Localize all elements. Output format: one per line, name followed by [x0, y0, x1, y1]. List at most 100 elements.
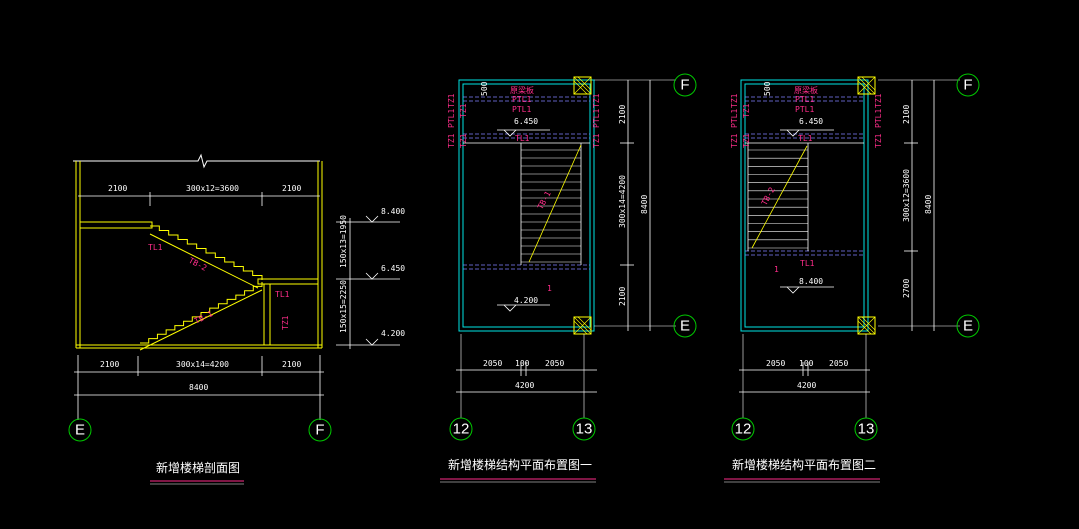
plan2-label-ptl1-c: PTL1 — [795, 95, 814, 104]
section-break-line — [73, 153, 320, 169]
plan1-stair-diagonal — [528, 144, 582, 263]
plan1-title: 新增楼梯结构平面布置图一 — [448, 457, 592, 472]
plan1-dim-500: 500 — [480, 81, 489, 96]
section-lower-flight-soffit — [139, 289, 263, 351]
plan2-column-bottom — [857, 316, 876, 335]
plan2-grid-label-F: F — [963, 77, 972, 94]
plan2-label-ptl1-a: PTL1 — [730, 109, 739, 128]
plan1-label-tz1-b: TZ1 — [447, 133, 456, 148]
plan2-dim-bottom-total: 4200 — [797, 381, 816, 390]
plan1-dim-right-total: 8400 — [640, 195, 649, 214]
plan1-inner-wall — [462, 83, 591, 328]
section-dim-bottom-2: 300x14=4200 — [176, 360, 229, 369]
plan2-dim-right-1: 2100 — [902, 105, 911, 124]
plan2-outer-wall — [740, 79, 869, 332]
section-upper-flight — [150, 225, 263, 280]
plan2-level-mark-top — [786, 129, 800, 137]
plan1-label-tb1: TB-1 — [536, 190, 553, 211]
plan1-label-tz1-c: TZ1 — [592, 93, 601, 108]
plan1-label-tz1-a: TZ1 — [447, 93, 456, 108]
plan2-stair-treads — [748, 149, 808, 249]
section-dim-top-3: 2100 — [282, 184, 301, 193]
section-grid-label-E: E — [75, 422, 85, 439]
plan1-dim-bottom-2: 100 — [515, 359, 530, 368]
section-upper-flight-soffit — [149, 233, 259, 289]
plan1-dim-right-3: 2100 — [618, 287, 627, 306]
plan2-top-label: 原梁板 — [794, 85, 818, 95]
plan1-label-ptl1-c: PTL1 — [512, 95, 531, 104]
plan1-label-ptl1-d: PTL1 — [512, 105, 531, 114]
plan2-label-1: 1 — [774, 265, 779, 274]
section-level-markers — [336, 215, 400, 349]
plan1-dim-right-2: 300x14=4200 — [618, 175, 627, 228]
plan1-level-bottom: 4.200 — [514, 296, 538, 305]
plan1-grid-bubble-12 — [449, 417, 473, 441]
plan2-dim-500: 500 — [763, 81, 772, 96]
section-vdim-upper: 150x13=1950 — [339, 215, 348, 268]
plan1-level-mark-top — [503, 129, 517, 137]
plan2-label-tz1-f: TZ1 — [742, 133, 751, 148]
plan2-grid-label-13: 13 — [858, 421, 875, 438]
section-grid-bubble-F — [308, 418, 332, 442]
plan2-dim-bottom-1: 2050 — [766, 359, 785, 368]
plan1-dim-right-1: 2100 — [618, 105, 627, 124]
plan2-grid-label-12: 12 — [735, 421, 752, 438]
plan1-grid-bubble-13 — [572, 417, 596, 441]
plan1-grid-label-12: 12 — [453, 421, 470, 438]
section-vdim-lower: 150x15=2250 — [339, 280, 348, 333]
plan1-label-tz1-f: TZ1 — [459, 133, 468, 148]
plan1-label-tz1-e: TZ1 — [459, 103, 468, 118]
plan2-label-tz1-b: TZ1 — [730, 133, 739, 148]
section-top-landing — [79, 221, 153, 229]
plan2-level-top: 6.450 — [799, 117, 823, 126]
plan2-grid-label-E: E — [963, 318, 973, 335]
plan1-dim-bottom-total: 4200 — [515, 381, 534, 390]
section-label-tz1: TZ1 — [281, 315, 290, 330]
plan2-label-ptl1-d: PTL1 — [795, 105, 814, 114]
section-level-4200: 4.200 — [381, 329, 405, 338]
section-label-tl1-mid: TL1 — [275, 290, 290, 299]
plan1-grid-bubble-F — [673, 73, 697, 97]
section-grid-label-F: F — [315, 422, 324, 439]
section-title: 新增楼梯剖面图 — [156, 460, 240, 475]
plan2-inner-wall — [744, 83, 865, 328]
plan1-level-mark-bottom — [503, 304, 517, 312]
plan1-grid-label-13: 13 — [576, 421, 593, 438]
plan2-column-top — [857, 76, 876, 95]
plan2-label-tl1-top: TL1 — [798, 134, 813, 143]
section-label-tb2: TB-2 — [187, 256, 208, 273]
plan2-title: 新增楼梯结构平面布置图二 — [732, 457, 876, 472]
section-level-8400: 8.400 — [381, 207, 405, 216]
plan1-stair-treads — [521, 149, 581, 263]
plan2-view: 6.450 8.400 TZ1 PTL1 TZ1 PTL1 TZ1 PTL1 T… — [724, 73, 980, 483]
plan2-grid-bubble-13 — [854, 417, 878, 441]
section-lower-flight — [140, 282, 263, 344]
section-dim-top-1: 2100 — [108, 184, 127, 193]
plan1-view: 6.450 4.200 TZ1 PTL1 TZ1 PTL1 TZ1 PTL1 T… — [440, 73, 697, 483]
plan2-stair-diagonal — [751, 145, 808, 249]
section-label-tl1-upper: TL1 — [148, 243, 163, 252]
plan1-column-bottom — [573, 316, 592, 335]
section-grid-bubble-E — [68, 418, 92, 442]
plan1-dim-bottom-1: 2050 — [483, 359, 502, 368]
section-dim-top-2: 300x12=3600 — [186, 184, 239, 193]
section-dim-total: 8400 — [189, 383, 208, 392]
section-dim-bottom-1: 2100 — [100, 360, 119, 369]
section-mid-landing — [257, 278, 319, 285]
plan2-level-bottom: 8.400 — [799, 277, 823, 286]
plan1-label-1: 1 — [547, 284, 552, 293]
plan2-grid-bubble-E — [956, 314, 980, 338]
plan1-label-ptl1-a: PTL1 — [447, 109, 456, 128]
plan1-grid-label-E: E — [680, 318, 690, 335]
plan1-column-top — [573, 76, 592, 95]
plan2-label-tz1-d: TZ1 — [874, 133, 883, 148]
plan2-label-ptl1-b: PTL1 — [874, 109, 883, 128]
plan2-grid-bubble-F — [956, 73, 980, 97]
plan2-label-tz1-a: TZ1 — [730, 93, 739, 108]
section-level-6450: 6.450 — [381, 264, 405, 273]
plan2-grid-bubble-12 — [731, 417, 755, 441]
plan2-level-mark-bottom — [786, 286, 800, 294]
section-label-tb1: TB-1 — [193, 309, 214, 326]
plan1-outer-wall — [458, 79, 595, 332]
